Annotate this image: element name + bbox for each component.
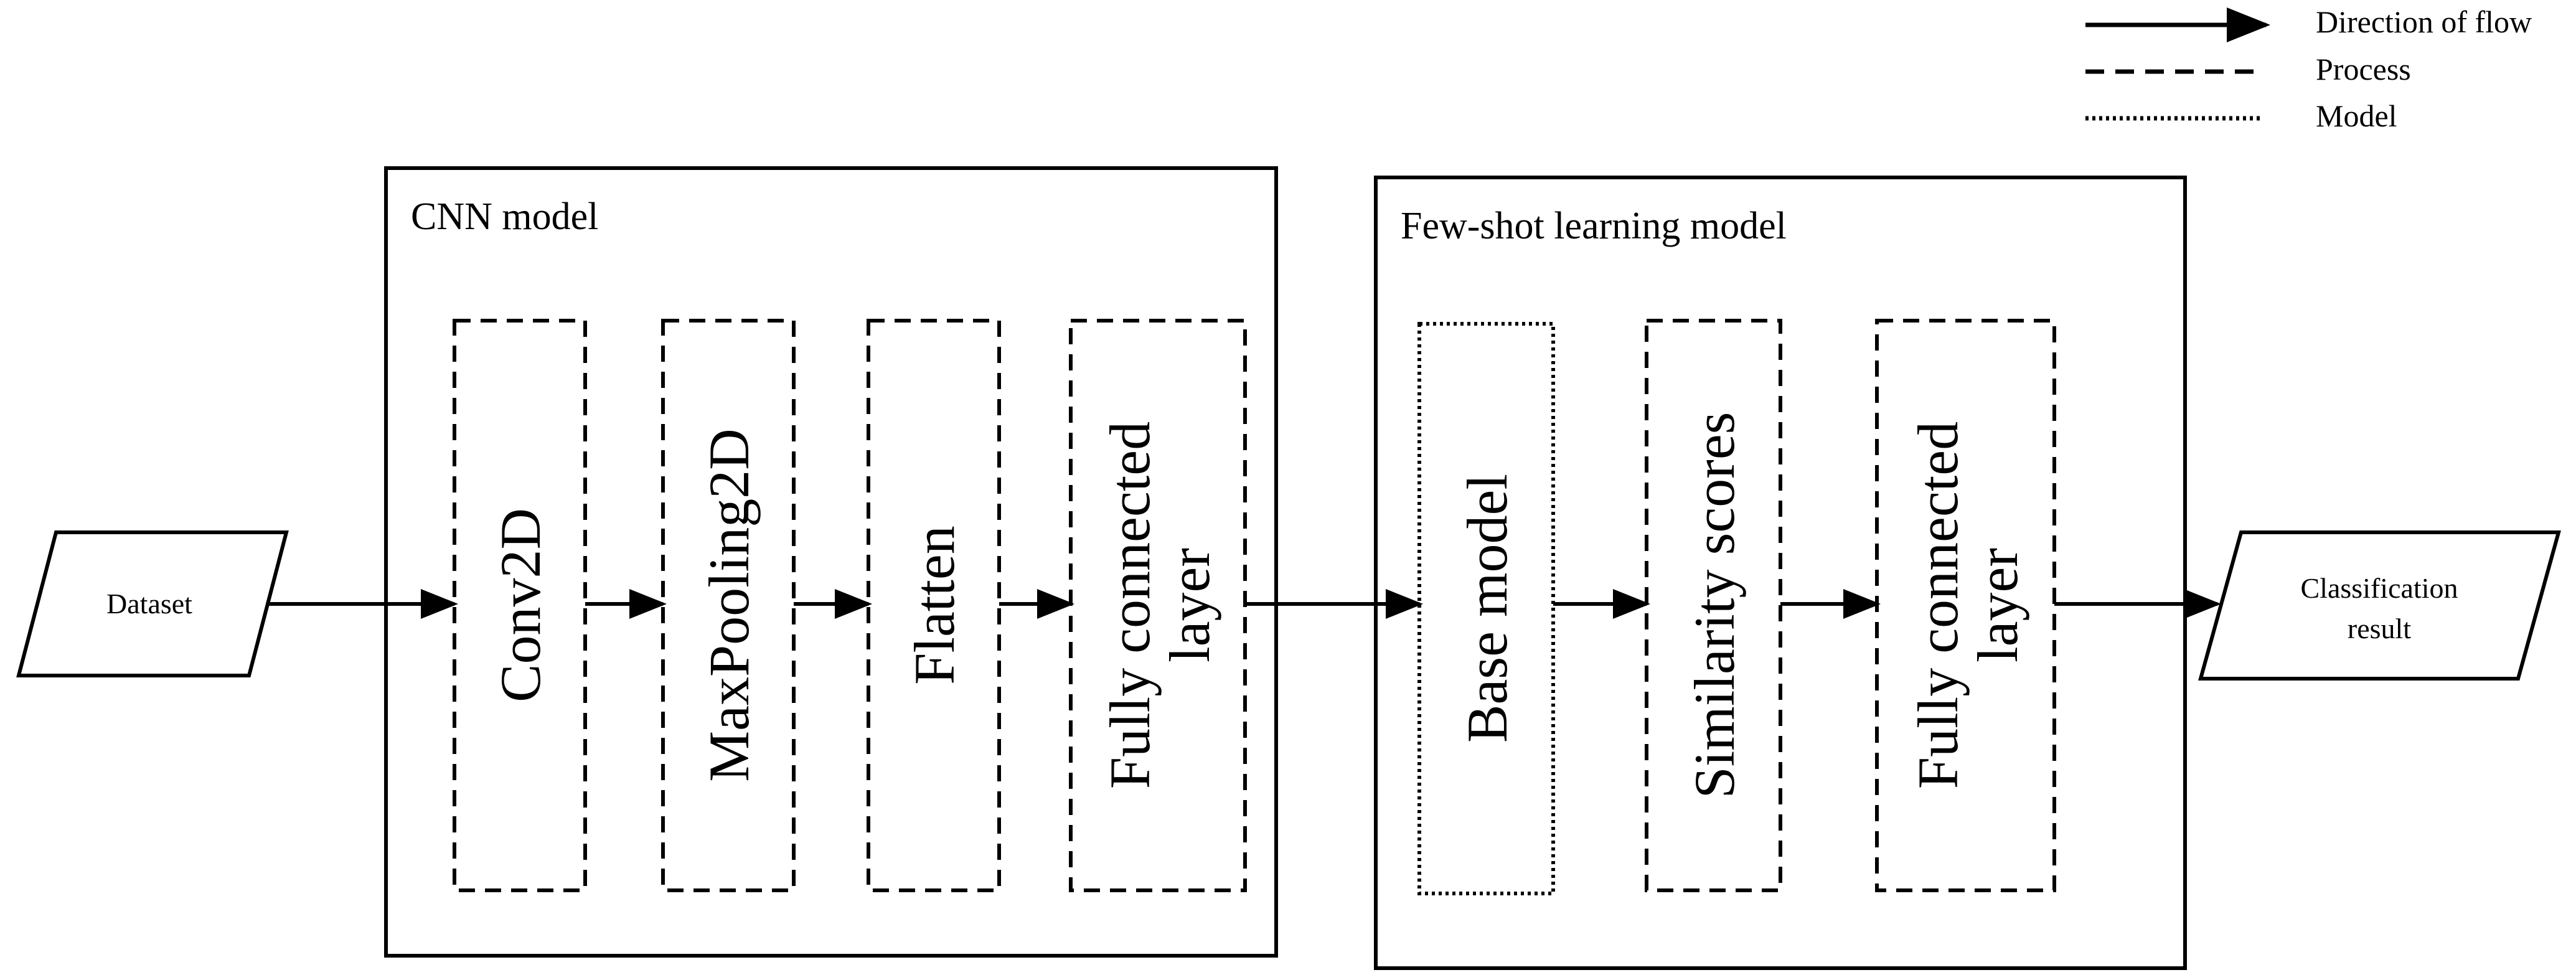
fsl-fc-label-line2: layer (1966, 548, 2029, 662)
dataset-label: Dataset (106, 588, 192, 620)
legend-direction-label: Direction of flow (2316, 4, 2532, 39)
similarity-scores-label: Similarity scores (1683, 412, 1746, 799)
cnn-fc-label-group: Fully connected layer (1098, 422, 1221, 789)
flatten-step-box (867, 319, 1001, 892)
cnn-model-box (384, 166, 1278, 958)
legend: Direction of flow Process Model (2085, 4, 2532, 133)
maxpooling2d-step-box (661, 319, 796, 892)
fsl-model-title: Few-shot learning model (1401, 205, 1787, 247)
base-model-box (1417, 322, 1555, 895)
conv2d-step-label: Conv2D (489, 508, 552, 702)
legend-process-label: Process (2316, 52, 2411, 87)
fsl-fc-label-group: Fully connected layer (1906, 422, 2029, 789)
cnn-model-title: CNN model (411, 196, 598, 238)
classification-result-label-line1: Classification (2301, 572, 2458, 604)
classification-result-parallelogram (2198, 530, 2561, 681)
dataset-parallelogram (16, 530, 289, 677)
flatten-step-label: Flatten (903, 525, 966, 685)
base-model-label: Base model (1455, 474, 1519, 743)
classification-result-node: Classification result (2198, 530, 2561, 681)
classification-result-label-line2: result (2348, 613, 2411, 644)
cnn-fc-label-line1: Fully connected (1098, 422, 1162, 789)
cnn-model-group: CNN model Conv2D MaxPooling2D Flatten Fu… (384, 166, 1278, 958)
conv2d-step-box (453, 319, 587, 892)
legend-model-label: Model (2316, 98, 2397, 133)
dataset-node: Dataset (16, 530, 289, 677)
fsl-fc-label-line1: Fully connected (1906, 422, 1970, 789)
cnn-fc-label-line2: layer (1158, 548, 1221, 662)
fsl-model-box (1374, 176, 2187, 970)
fsl-model-group: Few-shot learning model Base model Simil… (1374, 176, 2187, 970)
maxpooling2d-step-label: MaxPooling2D (697, 428, 761, 781)
